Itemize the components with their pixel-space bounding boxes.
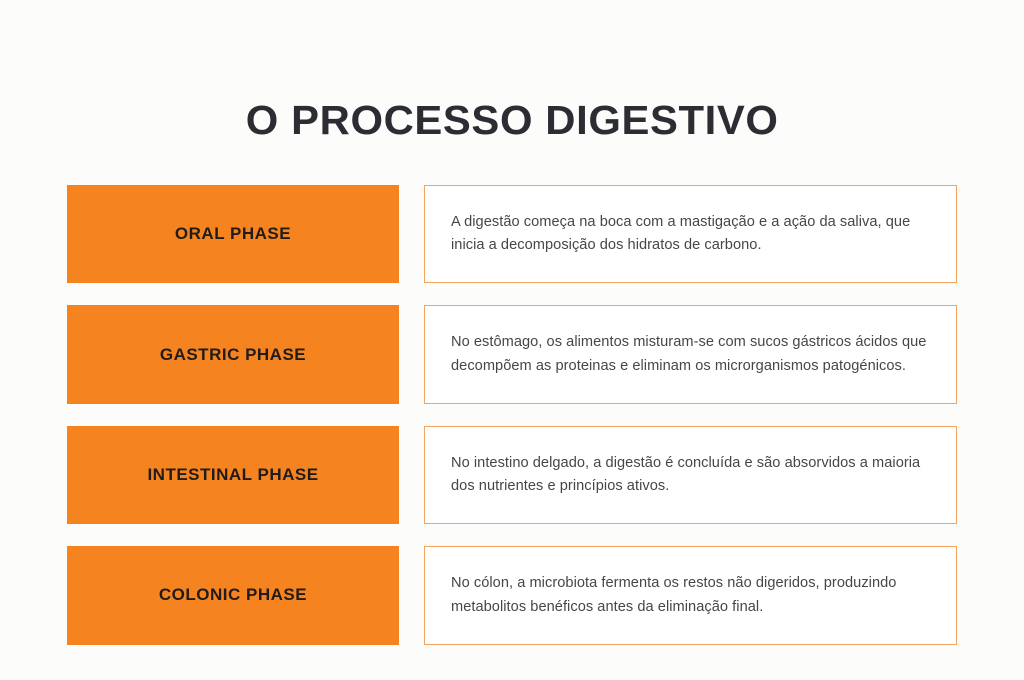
page-title: O PROCESSO DIGESTIVO [245,97,779,144]
row-spacer [399,546,424,644]
phase-row: GASTRIC PHASE No estômago, os alimentos … [67,305,957,404]
phase-description-panel-oral: A digestão começa na boca com a mastigaç… [424,185,957,284]
phase-description: No intestino delgado, a digestão é concl… [451,454,921,495]
phase-description-panel-gastric: No estômago, os alimentos misturam-se co… [424,305,957,404]
phase-list: ORAL PHASE A digestão começa na boca com… [67,185,957,645]
page-title-container: O PROCESSO DIGESTIVO [0,72,1024,170]
phase-row: ORAL PHASE A digestão começa na boca com… [67,185,957,284]
row-spacer [399,185,424,283]
phase-label-block-colonic: COLONIC PHASE [67,546,399,645]
phase-row: COLONIC PHASE No cólon, a microbiota fer… [67,546,957,645]
phase-label: COLONIC PHASE [158,585,308,605]
row-spacer [399,426,424,524]
phase-description: No estômago, os alimentos misturam-se co… [451,334,927,374]
phase-label: ORAL PHASE [174,224,292,244]
phase-row: INTESTINAL PHASE No intestino delgado, a… [67,425,957,525]
phase-label: INTESTINAL PHASE [147,464,319,484]
phase-description: No cólon, a microbiota fermenta os resto… [451,575,897,615]
phase-label-block-gastric: GASTRIC PHASE [67,305,399,404]
phase-description-panel-intestinal: No intestino delgado, a digestão é concl… [424,425,957,525]
phase-label-block-intestinal: INTESTINAL PHASE [67,425,399,525]
phase-label: GASTRIC PHASE [159,344,307,364]
phase-description: A digestão começa na boca com a mastigaç… [451,213,911,254]
row-spacer [399,305,424,403]
phase-description-panel-colonic: No cólon, a microbiota fermenta os resto… [424,546,957,645]
phase-label-block-oral: ORAL PHASE [67,185,399,284]
